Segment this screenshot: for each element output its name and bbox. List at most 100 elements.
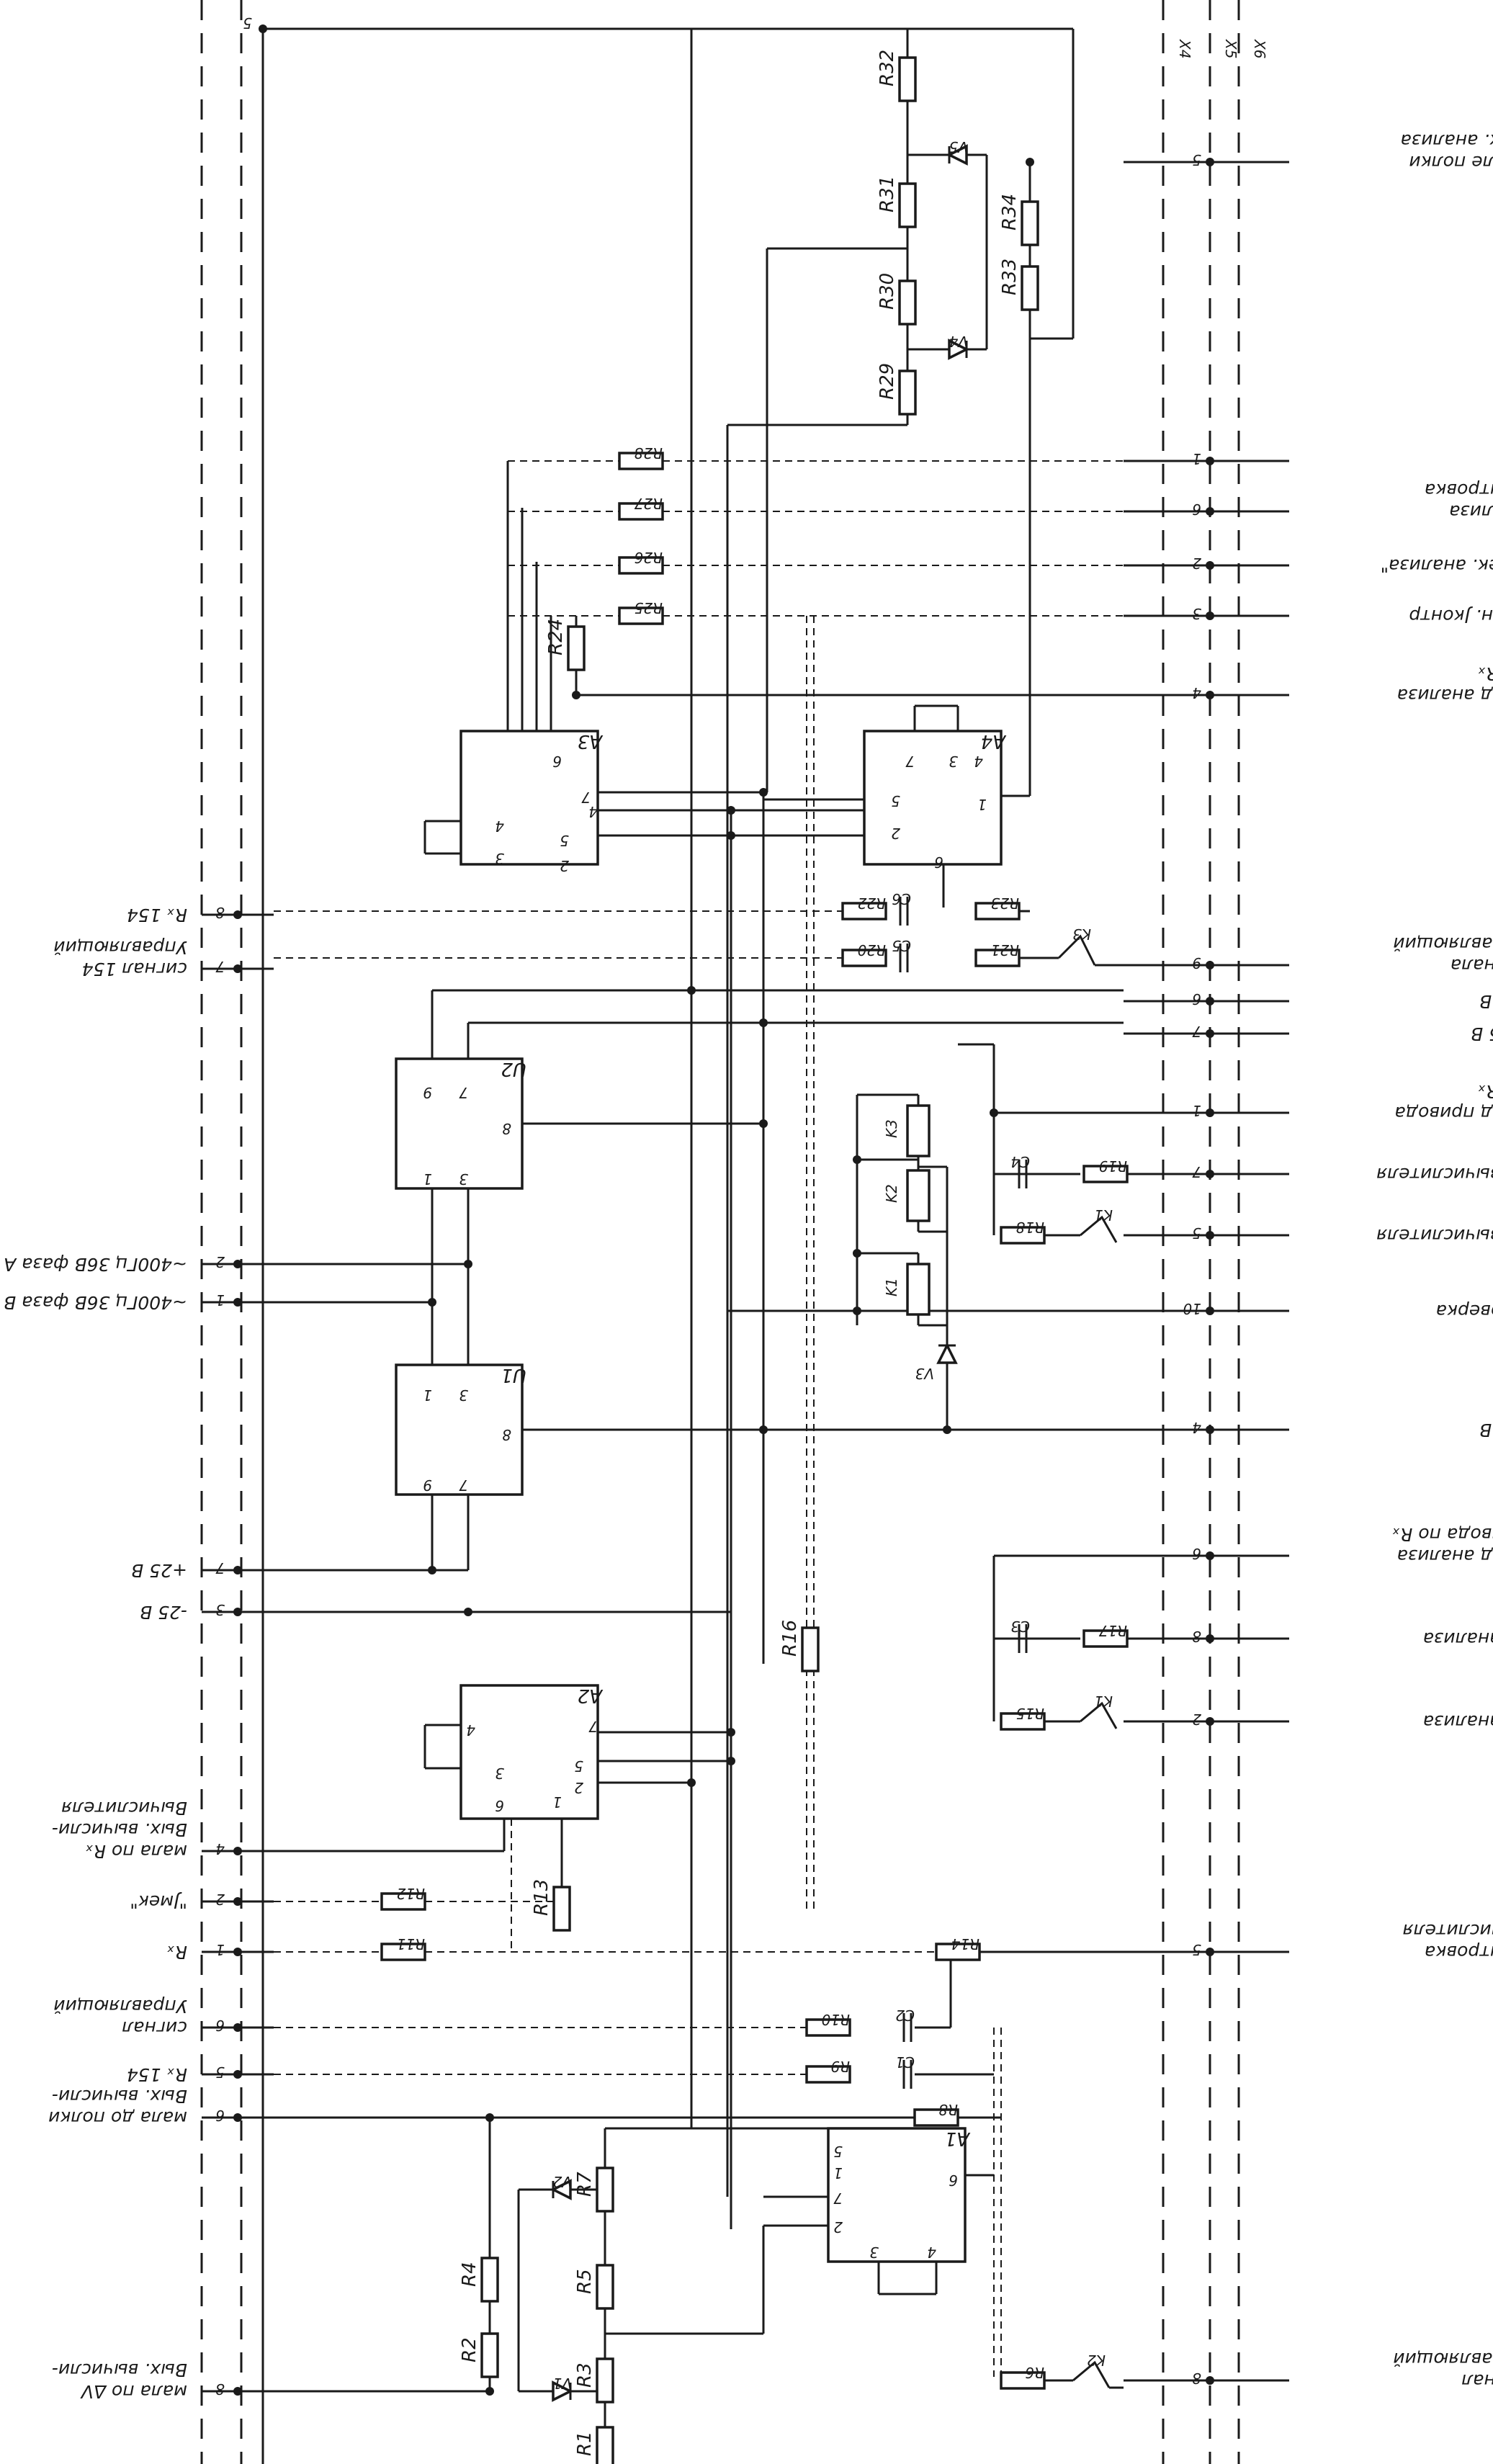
left-signal-label: ~400Гц 36В фаза В <box>4 1292 187 1313</box>
relay-label: K2 <box>883 1184 900 1203</box>
pin-number: 7 <box>459 1477 468 1494</box>
pin-number: 8 <box>502 1426 511 1443</box>
junction-dot <box>233 964 242 973</box>
ic-label: A2 <box>578 1685 604 1706</box>
resistor-label: R12 <box>397 1885 425 1902</box>
junction-dot <box>1206 961 1214 969</box>
resistor <box>618 556 664 575</box>
pin-number: 7 <box>459 1084 468 1101</box>
pin-number: 2 <box>215 1891 225 1908</box>
relay-label: K1 <box>1094 1206 1113 1224</box>
junction-dot <box>464 1608 472 1616</box>
resistor <box>805 2018 851 2037</box>
pin-number: 1 <box>215 1941 225 1958</box>
pin-number: 7 <box>215 1559 225 1577</box>
relay-coil <box>906 1104 931 1157</box>
junction-dot <box>1206 1108 1214 1117</box>
junction-dot <box>233 1847 242 1855</box>
ic-block <box>459 730 599 866</box>
resistor-label: R11 <box>397 1935 425 1953</box>
resistor-label: R6 <box>1025 2364 1044 2381</box>
pin-number: 1 <box>215 1291 225 1309</box>
resistor-label: R3 <box>574 2362 596 2388</box>
junction-dot <box>1206 1425 1214 1434</box>
pin-number: 6 <box>1192 501 1201 518</box>
junction-dot <box>1206 1029 1214 1038</box>
pin-number: 3 <box>1192 605 1201 622</box>
pin-number: 3 <box>869 2244 879 2261</box>
resistor-label: R28 <box>635 444 663 462</box>
left-signal-label: Rₓ 154 <box>127 2064 187 2085</box>
right-signal-label: -25 В <box>1479 991 1493 1012</box>
resistor-label: R14 <box>951 1935 979 1953</box>
pin-number: 6 <box>934 854 943 871</box>
left-signal-label: сигнал <box>122 2017 187 2038</box>
resistor-label: R25 <box>635 599 663 617</box>
components <box>380 56 1129 2464</box>
right-signal-label: -27 В <box>1479 1420 1493 1441</box>
pin-number: 7 <box>215 958 225 975</box>
resistor-label: R21 <box>991 941 1019 959</box>
junction-dot <box>233 1948 242 1956</box>
junction-dot <box>687 1778 696 1787</box>
pin-number: 3 <box>495 1765 504 1782</box>
resistor <box>567 625 586 671</box>
relay-label: K2 <box>1087 2352 1106 2369</box>
pin-number: 8 <box>1192 2370 1201 2387</box>
ic-label: A4 <box>981 730 1007 752</box>
ic-label: U2 <box>501 1058 526 1080</box>
pin-number: 2 <box>891 825 900 842</box>
junction-dot <box>233 2387 242 2396</box>
resistor <box>480 2257 499 2303</box>
left-signal-label: мала по Rₓ <box>86 1841 187 1862</box>
junction-dot <box>1206 1948 1214 1956</box>
resistor-label: R31 <box>876 176 898 212</box>
resistor-label: R5 <box>574 2269 596 2294</box>
left-signal-label: ~400Гц 36В фаза А <box>4 1254 187 1275</box>
resistor <box>380 1943 426 1961</box>
junction-dot <box>1206 1307 1214 1315</box>
pin-number: 6 <box>1192 990 1201 1008</box>
junction-dot <box>1026 158 1034 166</box>
capacitor-label: C2 <box>895 2007 915 2024</box>
right-signal-label: Центровка <box>1425 1942 1493 1963</box>
right-signal-label: Вход привода <box>1394 1103 1493 1124</box>
relay-coil <box>906 1169 931 1222</box>
pin-number: 7 <box>581 789 591 806</box>
pin-number: 6 <box>215 2017 225 2034</box>
right-signal-label: анализа <box>1449 501 1493 522</box>
left-signal-label: Вых. вычисли- <box>52 1819 187 1840</box>
left-signal-label: "Jмек" <box>130 1891 187 1912</box>
resistor-label: R24 <box>545 619 567 655</box>
relay-contact <box>1080 1215 1118 1243</box>
pin-number: 5 <box>1192 1941 1201 1958</box>
pin-number: 8 <box>215 2380 225 2398</box>
resistor <box>596 2357 614 2403</box>
resistor-label: R22 <box>858 895 886 912</box>
pin-number: 1 <box>833 2164 843 2182</box>
junction-dot <box>853 1155 861 1164</box>
right-signal-label: привода по Rₓ <box>1392 1524 1493 1545</box>
pin-number: 5 <box>243 14 252 32</box>
resistor-label: R27 <box>634 495 663 512</box>
pin-number: 3 <box>459 1386 468 1404</box>
resistor-label: R30 <box>876 273 898 310</box>
ic-block <box>827 2127 967 2263</box>
pin-number: 7 <box>905 753 915 770</box>
resistor-label: R34 <box>999 194 1021 230</box>
pin-number: 7 <box>1192 1023 1201 1040</box>
relay-contact <box>1057 934 1096 966</box>
right-signal-label: Управляющий <box>1393 933 1493 954</box>
pin-number: 5 <box>560 832 569 849</box>
pin-number: 9 <box>423 1084 432 1101</box>
resistor <box>1000 1226 1046 1245</box>
junction-dot <box>233 910 242 919</box>
pin-number: 4 <box>1192 1419 1201 1436</box>
pin-number: 5 <box>215 2064 225 2081</box>
resistor <box>618 606 664 625</box>
resistor-label: R10 <box>822 2011 850 2028</box>
capacitor-label: C1 <box>895 2053 915 2071</box>
pin-number: 4 <box>215 1840 225 1858</box>
resistor <box>552 1886 571 1932</box>
pin-number: 1 <box>977 796 987 813</box>
